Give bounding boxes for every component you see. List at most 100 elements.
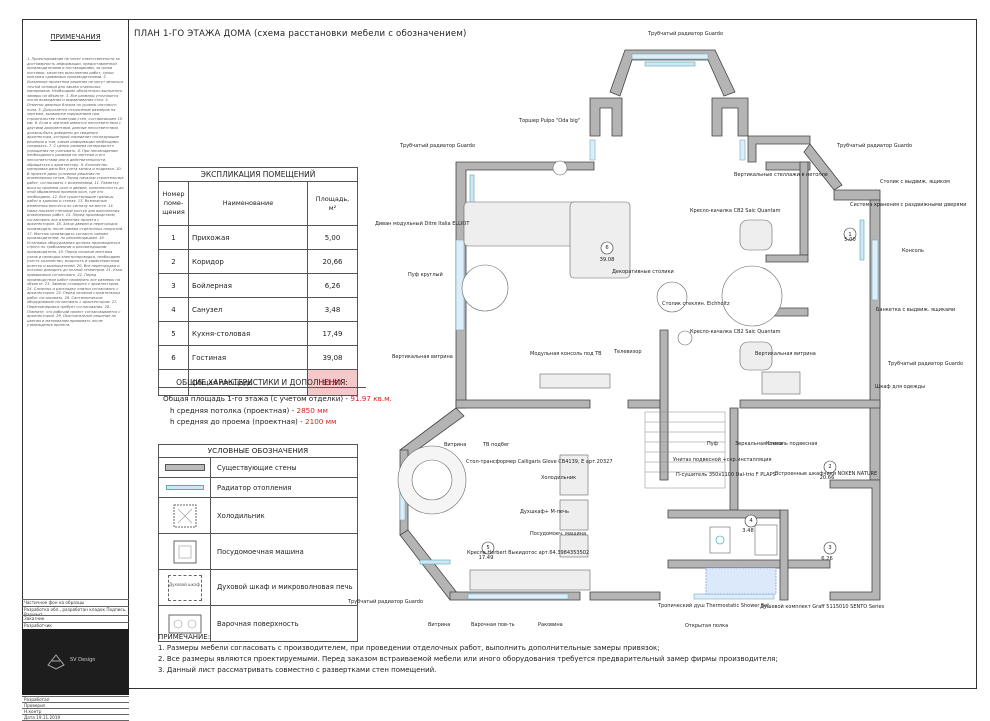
stamp-row: Дата 19.11.2019 [22, 714, 129, 721]
room-num: 4 [158, 297, 189, 322]
characteristics-title: ОБЩИЕ ХАРАКТЕРИСТИКИ И ДОПОЛНЕНИЯ: [158, 378, 366, 388]
room-num: 1 [158, 225, 189, 250]
room-markers [481, 227, 857, 555]
label-sink-cab: Варочная пов-ть [471, 622, 515, 628]
room-4-num: 4 [749, 518, 753, 524]
room-num: 2 [158, 249, 189, 274]
explication-title: ЭКСПЛИКАЦИЯ ПОМЕЩЕНИЙ [158, 167, 358, 182]
label-coffee-table: Столик стеклян. Eichholtz [662, 301, 730, 307]
dishwasher-icon [559, 534, 589, 558]
legend-label: Духовой шкаф и микроволновая печь [217, 583, 353, 591]
legend-table: УСЛОВНЫЕ ОБОЗНАЧЕНИЯ Существующие стены … [158, 444, 358, 642]
char-value: 2100 мм [305, 417, 337, 426]
note-item: 1. Размеры мебели согласовать с производ… [158, 644, 660, 652]
legend-label: Существующие стены [217, 463, 297, 472]
living-furniture [461, 160, 801, 395]
tv-console [539, 373, 611, 389]
label-wardrobe: Шкаф для одежды [875, 384, 926, 390]
legend-label: Варочная поверхность [217, 619, 299, 628]
stamp-row: Проверил [22, 702, 129, 708]
label-oven: Духшкаф+ М-печь [520, 509, 569, 515]
legend-label: Радиатор отопления [217, 483, 292, 492]
room-6-num: 6 [605, 245, 609, 251]
label-chairs: Кресла Herbert Выкидотос арт.64.39843535… [467, 550, 590, 556]
stamp-row: Разработал [22, 696, 129, 702]
windows [399, 53, 879, 600]
label-sink: Раковина [538, 622, 563, 628]
pouf-icon [461, 264, 509, 312]
label-mirror: Зеркальная стена [735, 441, 783, 447]
label-tv: Телевизор [614, 349, 642, 355]
label-radiator-top: Трубчатый радиатор Guardo [648, 31, 724, 37]
legend-row: Холодильник [159, 497, 357, 533]
vitrine [761, 371, 801, 395]
fridge-symbol [159, 498, 211, 533]
rocking-chair-icon [739, 219, 773, 251]
room-num: 5 [158, 321, 189, 346]
room-2-area: 20.66 [819, 475, 835, 481]
dishwasher-symbol [159, 534, 211, 569]
wall-symbol [159, 458, 211, 477]
label-sofa: Диван модульный Ditre Italia ELLIOT [375, 221, 470, 227]
legend-row: Варочная поверхность [159, 605, 357, 641]
char-value: 2850 мм [296, 406, 328, 415]
label-towel: П-сушитель 350x1100 Dal-trio F PLAPS [676, 472, 776, 478]
label-pouf2: Пуф [707, 441, 718, 447]
page-title: ПЛАН 1-ГО ЭТАЖА ДОМА (схема расстановки … [134, 29, 467, 39]
total-value: 91.97 [307, 369, 358, 396]
legend-label: Холодильник [217, 511, 265, 520]
radiators [419, 61, 865, 565]
room-name: Прихожая [188, 225, 308, 250]
torchere-icon [552, 160, 568, 176]
label-suspended-wc: Унитаз подвесной +скр.инсталляция [673, 457, 772, 463]
col-area-header: Площадь, м² [307, 181, 358, 226]
label-storage: Система хранения с раздвижными дверями [850, 202, 967, 208]
legend-row: Существующие стены [159, 457, 357, 477]
explication-table: ЭКСПЛИКАЦИЯ ПОМЕЩЕНИЙ Номер поме-щения Н… [158, 167, 358, 396]
cooktop-symbol [159, 606, 211, 641]
label-radiator-right2: Трубчатый радиатор Guardo [888, 361, 964, 367]
label-radiator-left: Трубчатый радиатор Guardo [400, 143, 476, 149]
label-shelves: Вертикальные стеллажи в нетопле [734, 172, 828, 178]
stamp-row: Частичное фон на образцы [22, 599, 129, 605]
room-name: Гостиная [188, 345, 308, 370]
legend-row: Духовой шкаф Духовой шкаф и микроволнова… [159, 569, 357, 605]
char-label: h средняя до проема (проектная) - [170, 417, 303, 426]
logo-box: SV Design [22, 629, 129, 695]
room-2-num: 2 [828, 464, 832, 470]
label-tv-console: Модульная консоль под ТВ [530, 351, 602, 357]
total-label: Общая площадь [188, 369, 308, 396]
label-shower-system: Душевой комплект Graff 5115010 SENTO Ser… [760, 604, 885, 610]
label-vitrine-left: Вертикальная витрина [392, 354, 453, 360]
label-radiator-right: Трубчатый радиатор Guardo [837, 143, 913, 149]
label-torchere: Торшер Pulpo "Oda big" [519, 118, 581, 124]
label-console: Консоль [902, 248, 924, 254]
radiator-symbol [159, 478, 211, 497]
room-area: 6,26 [307, 273, 358, 298]
label-tv-lift: ТВ подбег [483, 442, 510, 448]
room-name: Коридор [188, 249, 308, 274]
bathroom-fixtures [705, 524, 778, 595]
label-deco-tables: Декоративные столики [612, 269, 674, 275]
label-dresser: Банкетка с выдвиж. ящиками [876, 307, 956, 313]
label-vitrine-right: Вертикальная витрина [755, 351, 816, 357]
notes-heading: ПРИМЕЧАНИЕ: [158, 633, 211, 641]
room-area: 3,48 [307, 297, 358, 322]
logo-text: SV Design [70, 657, 96, 663]
sofa-chaise [569, 201, 631, 279]
char-line-2: h средняя потолка (проектная) - 2850 мм [170, 406, 328, 415]
room-num: 6 [158, 345, 189, 370]
room-name: Кухня-столовая [188, 321, 308, 346]
stamp-row: Заказчик [22, 615, 129, 621]
room-1-area: 5.00 [844, 237, 856, 243]
room-3-area: 6.26 [821, 556, 833, 562]
room-3-num: 3 [828, 545, 832, 551]
label-chair1: Кресло-качалка CB2 Saic Quantam [690, 208, 781, 214]
label-radiator-bottom: Трубчатый радиатор Guardo [348, 599, 424, 605]
